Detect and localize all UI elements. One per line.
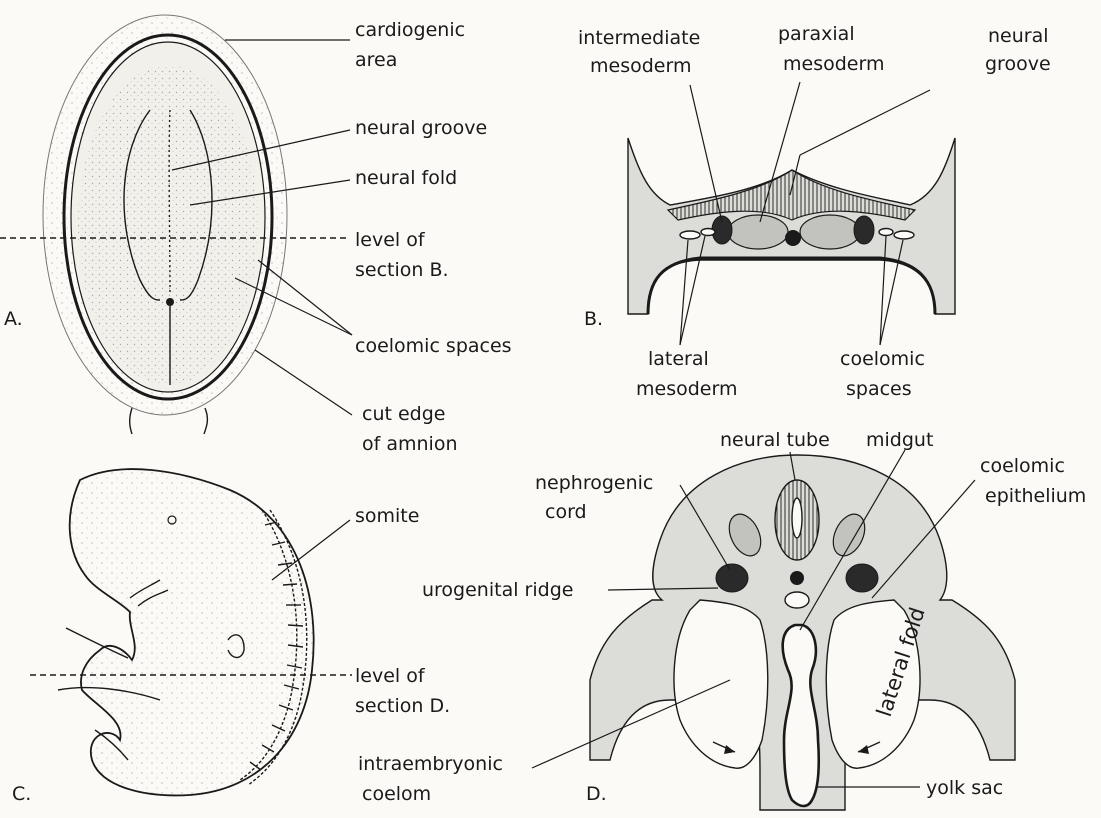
label-cardiogenic-1: cardiogenic [355,19,465,41]
coelomic-space-left-2 [701,229,715,236]
panel-c: somite level of section D. intraembryoni… [12,469,503,805]
label-level-d-2: section D. [355,695,450,717]
nephrogenic-cord-right [846,564,878,592]
label-somite: somite [355,505,419,527]
panel-d-letter: D. [586,783,607,805]
panel-a: cardiogenic area neural groove neural fo… [0,15,512,455]
label-coelomic-spaces-a: coelomic spaces [355,335,512,357]
coelomic-space-right-2 [894,231,914,239]
panel-b: intermediate mesoderm paraxial mesoderm … [578,23,1051,400]
embryo-c-body [70,469,314,795]
label-level-b-2: section B. [355,259,449,281]
label-intraembryonic-2: coelom [362,783,431,805]
panel-a-letter: A. [4,308,23,330]
gut-tube [783,625,819,806]
notochord-b [785,230,801,246]
dorsal-aorta [785,592,809,608]
coelomic-space-right-1 [879,229,893,236]
label-level-d-1: level of [355,665,426,687]
disc-stippling [78,65,258,385]
label-intraembryonic-1: intraembryonic [358,753,503,775]
label-cut-edge-1: cut edge [362,403,445,425]
leader-cut-edge [255,350,352,415]
label-urogenital-ridge: urogenital ridge [422,579,573,601]
label-intermediate-1: intermediate [578,27,700,49]
label-coelomic-b-1: coelomic [840,348,925,370]
leader-neural-groove-b [800,90,930,155]
label-paraxial-1: paraxial [778,23,855,45]
paraxial-mesoderm-left [728,215,788,249]
label-cardiogenic-2: area [355,49,397,71]
coelomic-space-left-1 [680,231,700,239]
ectoderm-hatched [668,170,915,220]
label-neural-tube: neural tube [720,429,830,451]
label-coelomic-epi-2: epithelium [985,485,1086,507]
label-neural-groove-b-1: neural [988,25,1049,47]
embryo-section-b-body [628,138,955,314]
notochord-d [790,571,804,585]
panel-d: neural tube midgut nephrogenic cord coel… [422,429,1086,810]
primitive-node [166,298,174,306]
label-intermediate-2: mesoderm [590,55,691,77]
label-nephrogenic-2: cord [545,501,587,523]
label-lateral-2: mesoderm [636,378,737,400]
panel-c-letter: C. [12,783,31,805]
nephrogenic-cord-left [716,564,748,592]
label-cut-edge-2: of amnion [362,433,458,455]
yolk-sac-roof [648,258,935,314]
label-level-b-1: level of [355,229,426,251]
label-neural-fold-a: neural fold [355,167,457,189]
panel-b-letter: B. [584,308,603,330]
paraxial-mesoderm-right [800,215,860,249]
label-neural-groove-b-2: groove [985,53,1051,75]
intermediate-mesoderm-right [854,216,874,244]
label-coelomic-epi-1: coelomic [980,455,1065,477]
label-neural-groove-a: neural groove [355,117,487,139]
label-nephrogenic-1: nephrogenic [535,472,653,494]
label-paraxial-2: mesoderm [783,53,884,75]
label-coelomic-b-2: spaces [846,378,912,400]
label-midgut: midgut [866,429,933,451]
label-lateral-1: lateral [648,348,709,370]
neural-canal [792,498,802,538]
label-yolk-sac: yolk sac [926,777,1003,799]
